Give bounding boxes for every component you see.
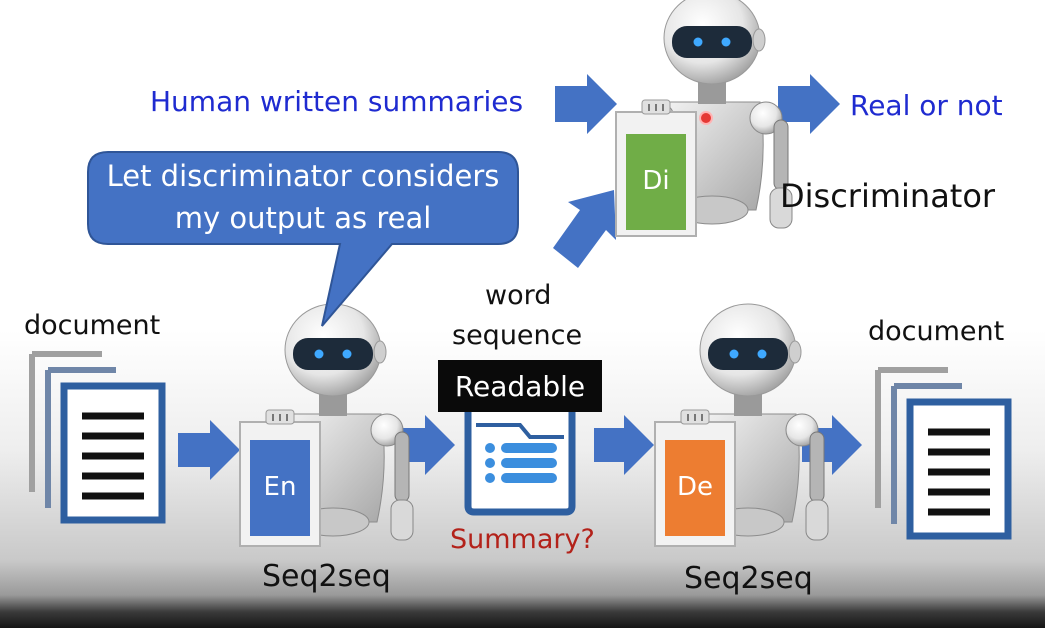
encoder-chip-label: En [263, 472, 297, 502]
discriminator-chip [615, 99, 697, 237]
decoder-chip-label: De [676, 472, 714, 502]
arrow-to-discriminator [555, 74, 617, 134]
output-document-label: document [868, 316, 1005, 347]
input-document-stack-icon [32, 354, 162, 520]
callout-line-1: Let discriminator considers [106, 159, 500, 193]
real-or-not-label: Real or not [850, 89, 1003, 122]
readable-badge: Readable [438, 360, 602, 412]
discriminator-chip-label: Di [642, 166, 670, 196]
decoder-caption: Seq2seq [684, 561, 813, 596]
arrow-real-or-not [778, 74, 840, 134]
callout-line-2: my output as real [174, 201, 432, 235]
input-document-label: document [24, 310, 161, 341]
arrow-encoder-to-summary [395, 415, 455, 475]
word-label: word [485, 280, 552, 311]
arrow-summary-to-decoder [594, 415, 654, 475]
speech-bubble [87, 151, 519, 327]
sequence-label: sequence [452, 320, 583, 351]
discriminator-red-led [699, 111, 713, 125]
arrow-doc-to-encoder [178, 420, 240, 480]
encoder-chip [239, 409, 321, 547]
human-written-summaries-label: Human written summaries [150, 85, 524, 118]
output-document-stack-icon [878, 370, 1008, 536]
summary-list-icon [464, 410, 576, 516]
summary-question-label: Summary? [450, 524, 595, 555]
discriminator-caption: Discriminator [780, 177, 996, 215]
arrow-summary-to-discriminator [553, 190, 616, 268]
decoder-chip [654, 409, 736, 547]
encoder-caption: Seq2seq [262, 559, 391, 594]
